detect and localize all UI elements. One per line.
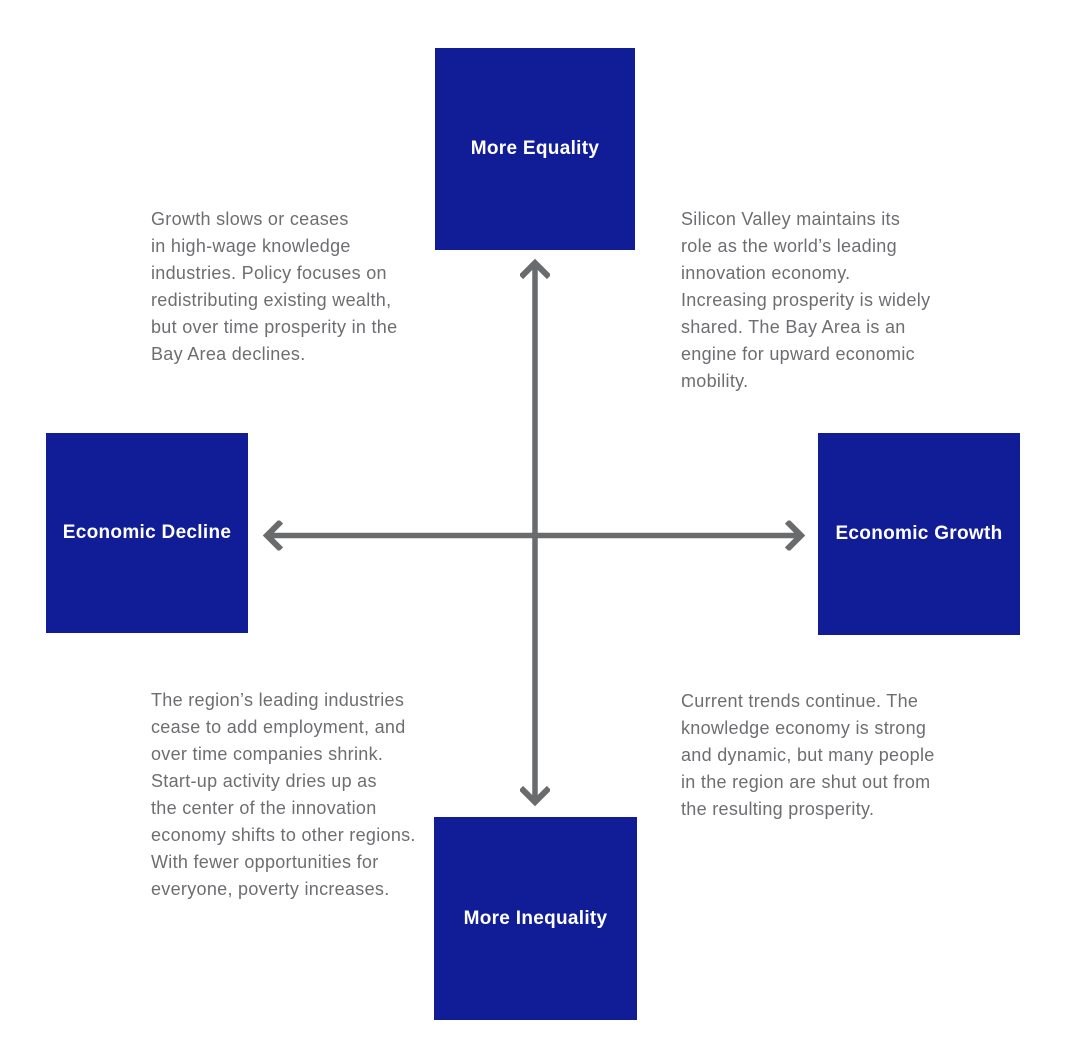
axis-box-more-equality: More Equality — [435, 48, 635, 250]
scenario-text-top-left: Growth slows or ceases in high-wage know… — [151, 209, 398, 364]
axis-label-more-inequality: More Inequality — [463, 907, 608, 929]
axis-box-economic-growth: Economic Growth — [818, 433, 1020, 635]
axis-box-economic-decline: Economic Decline — [46, 433, 248, 633]
axis-label-economic-decline: Economic Decline — [62, 522, 232, 543]
axis-label-more-equality: More Equality — [470, 138, 600, 159]
axis-label-economic-growth: Economic Growth — [835, 523, 1003, 544]
scenario-text-top-right: Silicon Valley maintains its role as the… — [681, 209, 931, 391]
scenario-text-bottom-left: The region’s leading industries cease to… — [151, 690, 416, 899]
scenario-text-bottom-right: Current trends continue. The knowledge e… — [681, 691, 935, 819]
axis-box-more-inequality: More Inequality — [434, 817, 637, 1020]
